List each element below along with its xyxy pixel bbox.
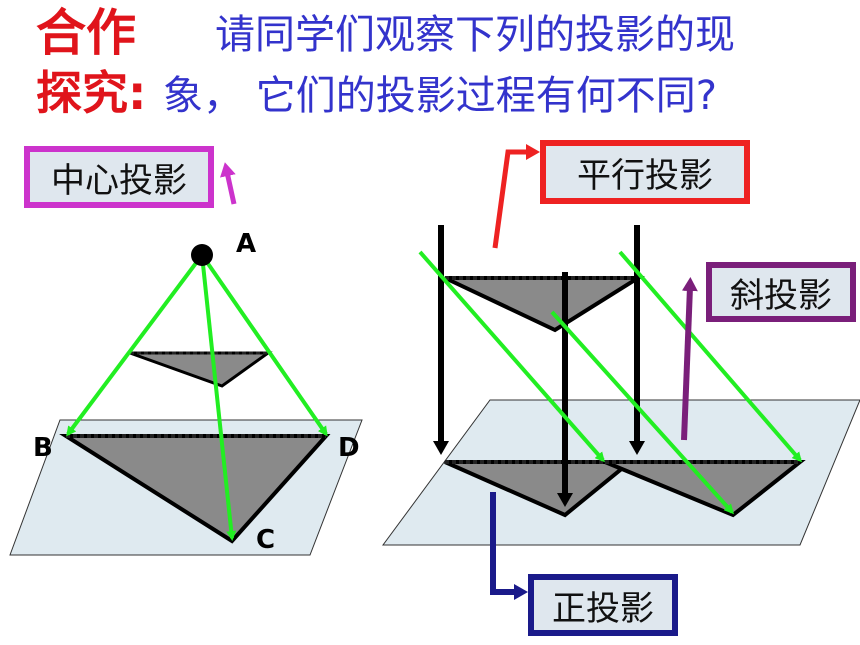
question-line2: 象， 它们的投影过程有何不同?: [163, 73, 717, 119]
parallel-tag-arrow: [492, 144, 540, 249]
central-projection-figure: A B C D: [9, 229, 363, 556]
ray-a-d: [200, 253, 328, 437]
tag-central-projection: 中心投影: [24, 146, 214, 208]
point-label-a: A: [236, 229, 256, 259]
object-triangle-right: [444, 276, 645, 333]
point-label-d: D: [338, 433, 360, 463]
oblique-shadow-triangle: [604, 460, 806, 518]
oblique-ray-middle: [550, 310, 735, 515]
central-tag-arrow: [220, 162, 237, 205]
point-label-c: C: [256, 525, 275, 555]
ray-a-b: [66, 253, 204, 437]
point-label-b: B: [33, 433, 53, 463]
tag-orthogonal-projection: 正投影: [528, 574, 678, 636]
ray-a-c: [200, 254, 237, 541]
orthogonal-tag-arrow: [490, 492, 528, 600]
light-source-point: [191, 244, 213, 266]
tag-oblique-projection: 斜投影: [706, 262, 856, 322]
oblique-ray-right: [618, 250, 802, 463]
oblique-tag-arrow: [681, 277, 698, 441]
oblique-ray-left: [418, 250, 605, 463]
object-triangle-left: [129, 351, 273, 388]
section-label-line2: 探究:: [36, 66, 147, 120]
section-label-line1: 合作: [36, 4, 136, 62]
question-line1: 请同学们观察下列的投影的现: [215, 12, 735, 58]
tag-parallel-projection: 平行投影: [540, 140, 750, 204]
parallel-projection-figure: [382, 225, 860, 546]
